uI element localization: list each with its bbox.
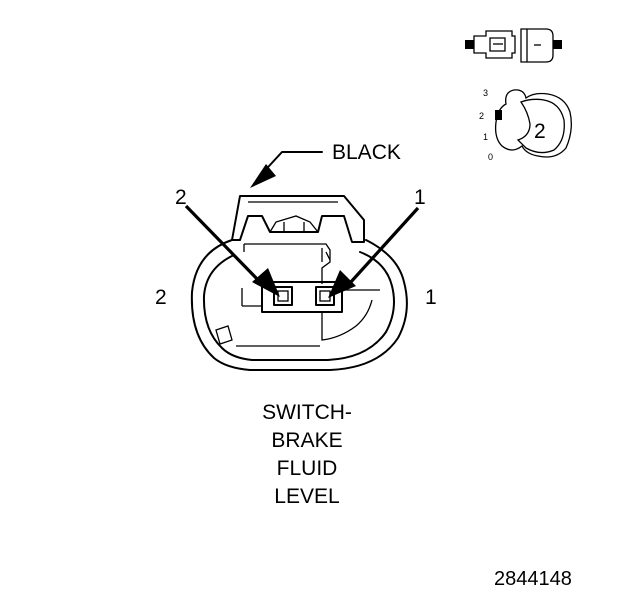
scale-label-1: 1 — [483, 132, 488, 142]
side-label-right: 1 — [425, 286, 437, 309]
title-line-2: BRAKE — [271, 429, 342, 452]
pin1-callout-label: 1 — [414, 186, 426, 209]
pin2-callout-arrow — [184, 204, 280, 297]
position-inset-icon — [494, 89, 572, 158]
connector-side-view-icon — [465, 28, 562, 63]
color-callout-arrow — [250, 151, 323, 188]
pin1-callout-arrow — [328, 206, 420, 298]
position-number: 2 — [534, 120, 546, 143]
scale-label-3: 3 — [483, 88, 488, 98]
scale-label-2: 2 — [479, 111, 484, 121]
pin2-callout-label: 2 — [175, 186, 187, 209]
title-line-1: SWITCH- — [262, 401, 352, 424]
title-line-3: FLUID — [277, 457, 338, 480]
title-line-4: LEVEL — [274, 485, 339, 508]
side-label-left: 2 — [155, 286, 167, 309]
connector-color-label: BLACK — [332, 141, 401, 164]
scale-label-0: 0 — [488, 152, 493, 162]
connector-face — [190, 195, 408, 371]
reference-number: 2844148 — [494, 568, 572, 590]
